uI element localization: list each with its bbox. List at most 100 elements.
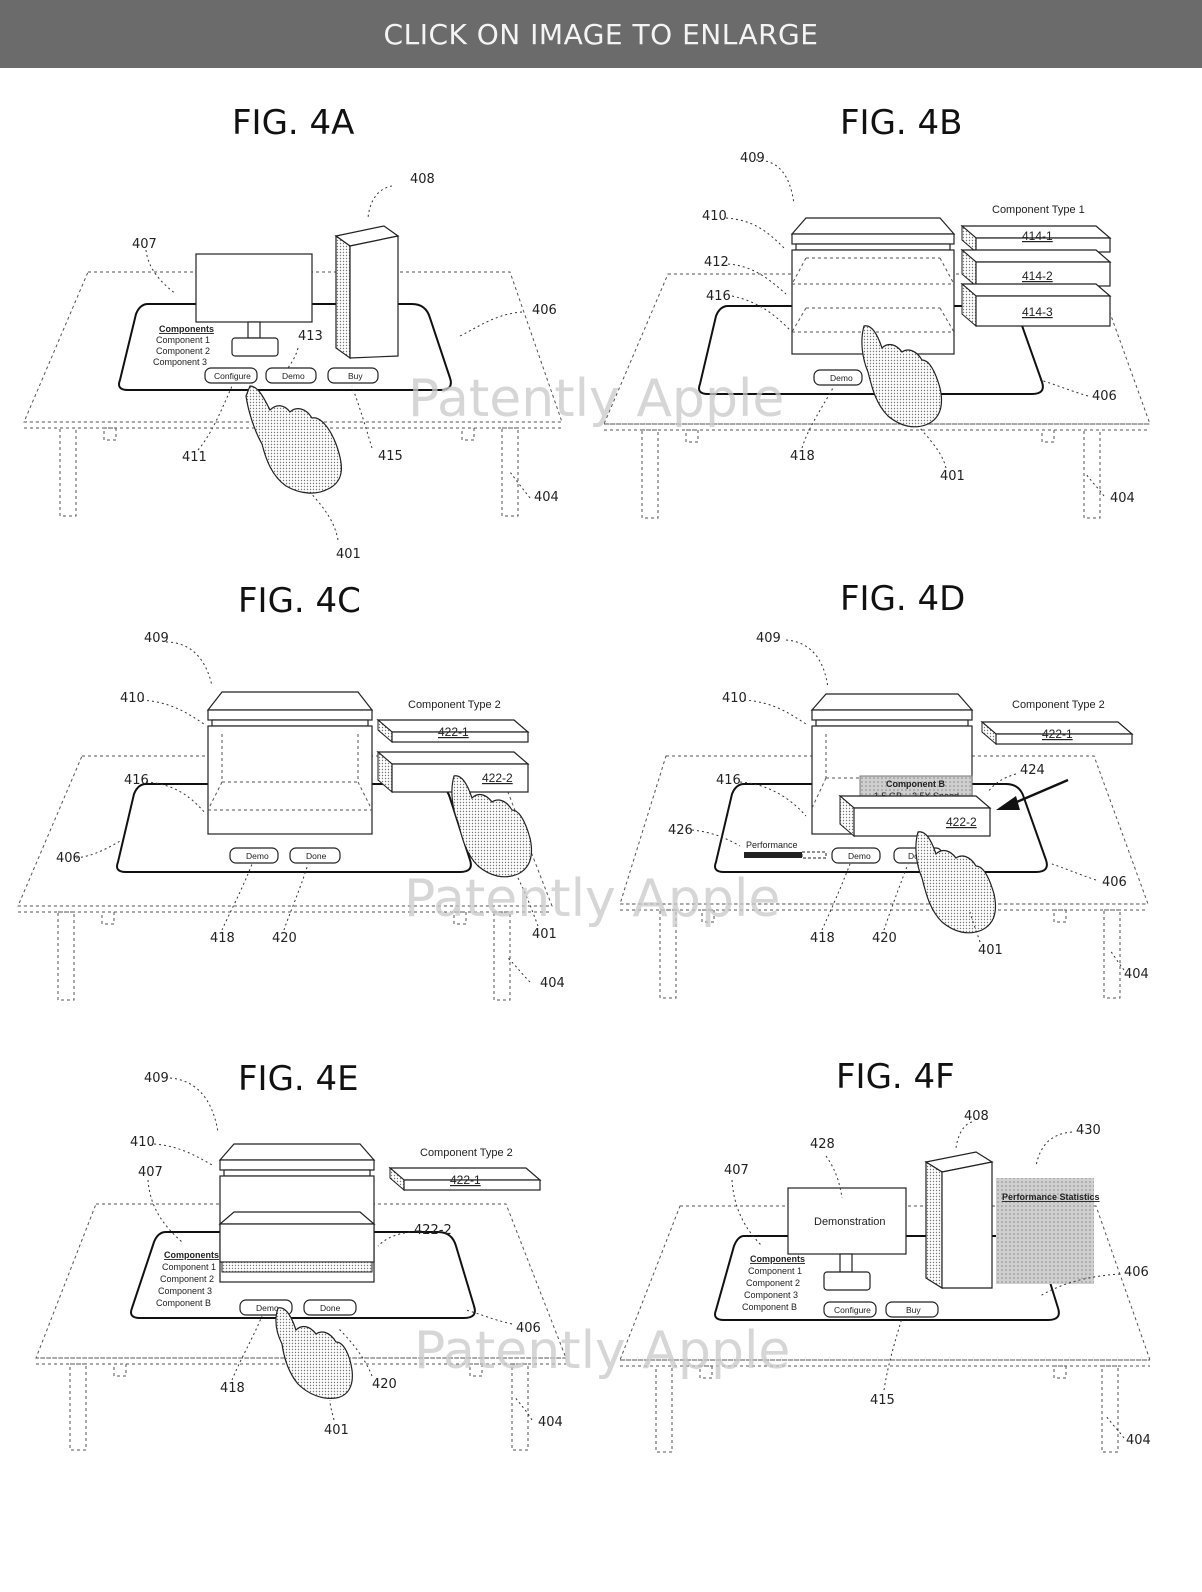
svg-text:Demo: Demo	[830, 373, 853, 383]
leader-line	[785, 639, 829, 689]
demo-button[interactable]: Demo	[831, 847, 881, 864]
ref-406: 406	[1092, 389, 1117, 404]
leader-line	[1109, 949, 1125, 971]
ref-408: 408	[964, 1109, 989, 1124]
figure-title: FIG. 4B	[840, 103, 963, 143]
svg-text:Buy: Buy	[348, 371, 363, 381]
demo-button[interactable]: Demo	[265, 367, 317, 384]
ref-416: 416	[716, 773, 741, 788]
demo-button[interactable]: Demo	[813, 369, 863, 386]
leader-line	[287, 347, 299, 369]
leader-line	[1105, 1415, 1125, 1439]
monitor: Demonstration	[787, 1187, 907, 1291]
component-422-1[interactable]: 422-1	[980, 720, 1134, 746]
ref-424: 424	[1020, 763, 1045, 778]
performance-meter: Performance	[744, 840, 827, 859]
component-414-3[interactable]: 414-3	[960, 282, 1112, 328]
menu-item[interactable]: Component 2	[746, 1278, 800, 1288]
figure-4f: FIG. 4F Demonstration Performance Statis…	[619, 1057, 1151, 1453]
component-422-1[interactable]: 422-1	[388, 1166, 542, 1192]
ref-401: 401	[978, 943, 1003, 958]
component-414-1[interactable]: 414-1	[960, 224, 1112, 254]
ref-408: 408	[410, 172, 435, 187]
figure-title: FIG. 4D	[840, 579, 965, 619]
component-type-label: Component Type 2	[408, 699, 501, 711]
ref-410: 410	[702, 209, 727, 224]
menu-item[interactable]: Component 3	[158, 1286, 212, 1296]
menu-item[interactable]: Component 2	[156, 346, 210, 356]
configure-button[interactable]: Configure	[823, 1301, 877, 1318]
svg-text:Buy: Buy	[906, 1305, 921, 1315]
menu-item[interactable]: Component 1	[156, 335, 210, 345]
ref-412: 412	[704, 255, 729, 270]
leader-line	[955, 1121, 973, 1149]
svg-text:414-3: 414-3	[1022, 305, 1053, 319]
leader-line	[231, 1315, 263, 1381]
menu-item[interactable]: Component B	[156, 1298, 211, 1308]
leader-line	[465, 1309, 513, 1325]
menu-item[interactable]: Component 2	[160, 1274, 214, 1284]
component-422-1[interactable]: 422-1	[376, 718, 530, 744]
ref-406: 406	[532, 303, 557, 318]
leader-line	[221, 863, 253, 931]
patent-sheet: FIG. 4A Components Component 1	[17, 103, 1151, 1453]
svg-text:414-1: 414-1	[1022, 229, 1053, 243]
leader-line	[145, 249, 177, 295]
component-type-label: Component Type 2	[420, 1147, 513, 1159]
tower	[924, 1151, 994, 1290]
svg-text:Demo: Demo	[282, 371, 305, 381]
menu-item[interactable]: Component 1	[162, 1262, 216, 1272]
leader-line	[919, 427, 947, 469]
ref-404: 404	[540, 976, 565, 991]
hand-icon	[861, 325, 943, 428]
menu-item[interactable]: Component 1	[748, 1266, 802, 1276]
component-422-2[interactable]: 422-2	[838, 794, 992, 838]
ref-422-2: 422-2	[414, 1223, 452, 1238]
ref-401: 401	[324, 1423, 349, 1438]
ref-410: 410	[130, 1135, 155, 1150]
leader-line	[1035, 1131, 1073, 1167]
buy-button[interactable]: Buy	[327, 367, 379, 384]
tooltip-title: Component B	[886, 779, 945, 789]
leader-line	[459, 311, 523, 337]
menu-item[interactable]: Component 3	[153, 357, 207, 367]
svg-text:422-1: 422-1	[438, 725, 469, 739]
menu-title: Components	[750, 1254, 805, 1264]
menu-item[interactable]: Component 3	[744, 1290, 798, 1300]
leader-line	[1051, 863, 1097, 881]
configure-button[interactable]: Configure	[204, 367, 258, 384]
figure-title: FIG. 4C	[238, 581, 361, 621]
leader-line	[743, 699, 807, 725]
demo-button[interactable]: Demo	[229, 847, 279, 864]
menu-title: Components	[164, 1250, 219, 1260]
leader-line	[153, 1143, 215, 1167]
ref-407: 407	[132, 237, 157, 252]
svg-text:Done: Done	[306, 851, 327, 861]
leader-line	[1039, 1273, 1121, 1297]
component-414-2[interactable]: 414-2	[960, 248, 1112, 288]
leader-line	[309, 491, 339, 541]
leader-line	[987, 773, 1017, 793]
ref-410: 410	[120, 691, 145, 706]
ref-418: 418	[220, 1381, 245, 1396]
leader-line	[883, 1317, 903, 1391]
svg-text:Demo: Demo	[246, 851, 269, 861]
leader-line	[755, 159, 795, 205]
top-banner[interactable]: CLICK ON IMAGE TO ENLARGE	[0, 0, 1202, 68]
leader-line	[1039, 379, 1089, 397]
watermark: Patently Apple	[414, 1321, 790, 1381]
leader-line	[739, 781, 807, 817]
leader-line	[75, 839, 123, 859]
component-422-2[interactable]: 422-2	[376, 750, 530, 794]
leader-line	[1085, 473, 1105, 497]
leader-line	[165, 641, 213, 687]
svg-text:422-1: 422-1	[450, 1173, 481, 1187]
leader-line	[883, 863, 909, 931]
ref-430: 430	[1076, 1123, 1101, 1138]
menu-item[interactable]: Component B	[742, 1302, 797, 1312]
buy-button[interactable]: Buy	[885, 1301, 939, 1318]
done-button[interactable]: Done	[303, 1299, 357, 1316]
done-button[interactable]: Done	[289, 847, 341, 864]
ref-420: 420	[272, 931, 297, 946]
ref-401: 401	[336, 547, 361, 562]
